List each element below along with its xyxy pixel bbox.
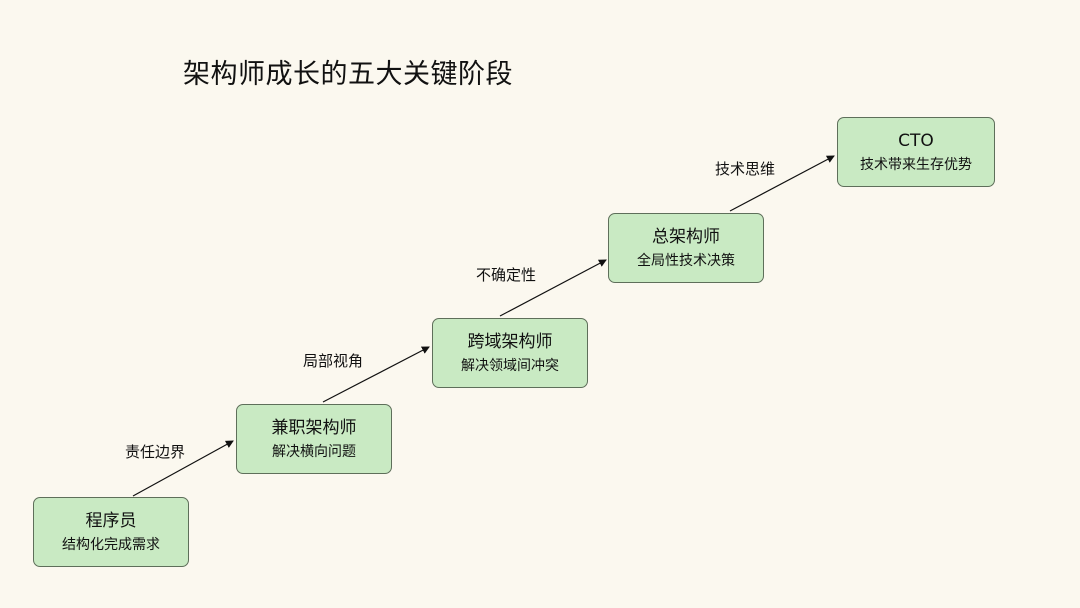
arrow-3 <box>499 259 607 317</box>
stage-part-time-architect: 兼职架构师 解决横向问题 <box>236 404 392 474</box>
transition-label-2: 局部视角 <box>303 352 364 370</box>
stage-desc: 全局性技术决策 <box>637 252 735 269</box>
stage-name: 总架构师 <box>652 226 720 247</box>
stage-desc: 结构化完成需求 <box>62 536 160 553</box>
arrow-1 <box>132 440 234 497</box>
stage-programmer: 程序员 结构化完成需求 <box>33 497 189 567</box>
stage-name: 兼职架构师 <box>271 417 357 438</box>
arrow-2 <box>322 346 430 403</box>
transition-label-1: 责任边界 <box>125 443 186 461</box>
transition-label-4: 技术思维 <box>715 160 776 178</box>
stage-desc: 技术带来生存优势 <box>860 156 972 173</box>
stage-name: 跨域架构师 <box>467 331 553 352</box>
stage-name: 程序员 <box>85 510 137 531</box>
transition-label-3: 不确定性 <box>476 266 537 284</box>
diagram-title: 架构师成长的五大关键阶段 <box>183 59 513 90</box>
stage-desc: 解决领域间冲突 <box>461 357 559 374</box>
stage-desc: 解决横向问题 <box>272 443 356 460</box>
stage-chief-architect: 总架构师 全局性技术决策 <box>608 213 764 283</box>
arrow-4 <box>729 155 835 212</box>
stage-cross-domain-architect: 跨域架构师 解决领域间冲突 <box>432 318 588 388</box>
stage-name: CTO <box>898 130 934 151</box>
stage-cto: CTO 技术带来生存优势 <box>837 117 995 187</box>
